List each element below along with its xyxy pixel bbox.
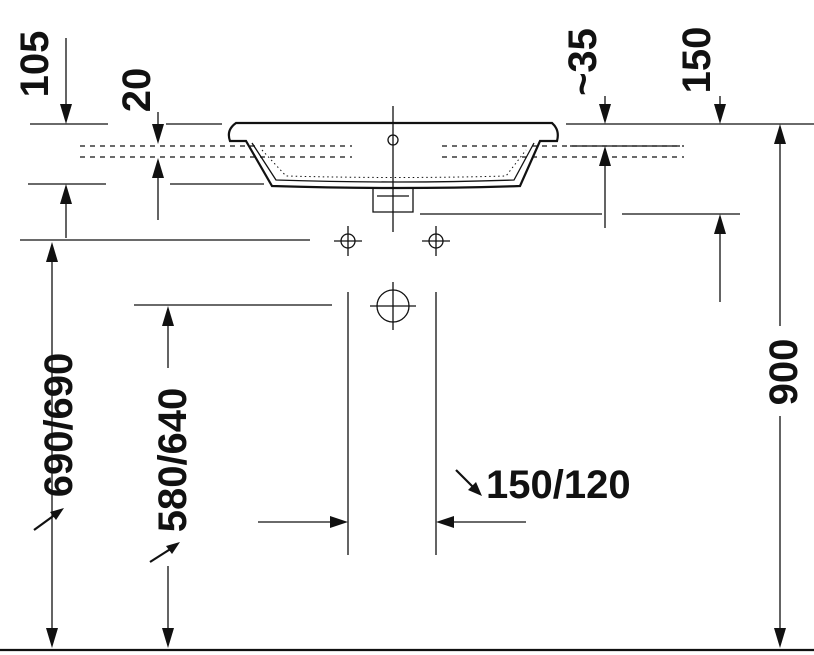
label-150-120: 150/120 [486, 463, 631, 507]
dim-580-arrows [162, 306, 174, 648]
label-690-690: 690/690 [37, 353, 81, 498]
pointer-arrow-690 [33, 508, 64, 531]
label-900: 900 [762, 339, 806, 406]
label-580-640: 580/640 [151, 388, 195, 533]
supply-connection-left [334, 226, 362, 256]
label-150: 150 [675, 27, 719, 94]
pointer-arrow-150-120 [455, 469, 482, 496]
dim-105-arrows [60, 38, 72, 238]
label-105: 105 [13, 31, 57, 98]
supply-connection-right [422, 226, 450, 256]
dim-35-arrows [599, 96, 611, 228]
dim-150-arrows [714, 96, 726, 302]
pointer-arrow-580 [149, 542, 180, 563]
label-20: 20 [115, 68, 159, 113]
basin-outline [227, 106, 559, 232]
dim-690-arrows [46, 242, 58, 648]
label-35: ~35 [561, 28, 605, 96]
dim-900-arrows [774, 124, 786, 648]
spacing-dimension [258, 516, 526, 528]
reference-lines [20, 123, 814, 306]
waste-connection [370, 282, 416, 330]
dim-20-arrows [152, 112, 164, 220]
